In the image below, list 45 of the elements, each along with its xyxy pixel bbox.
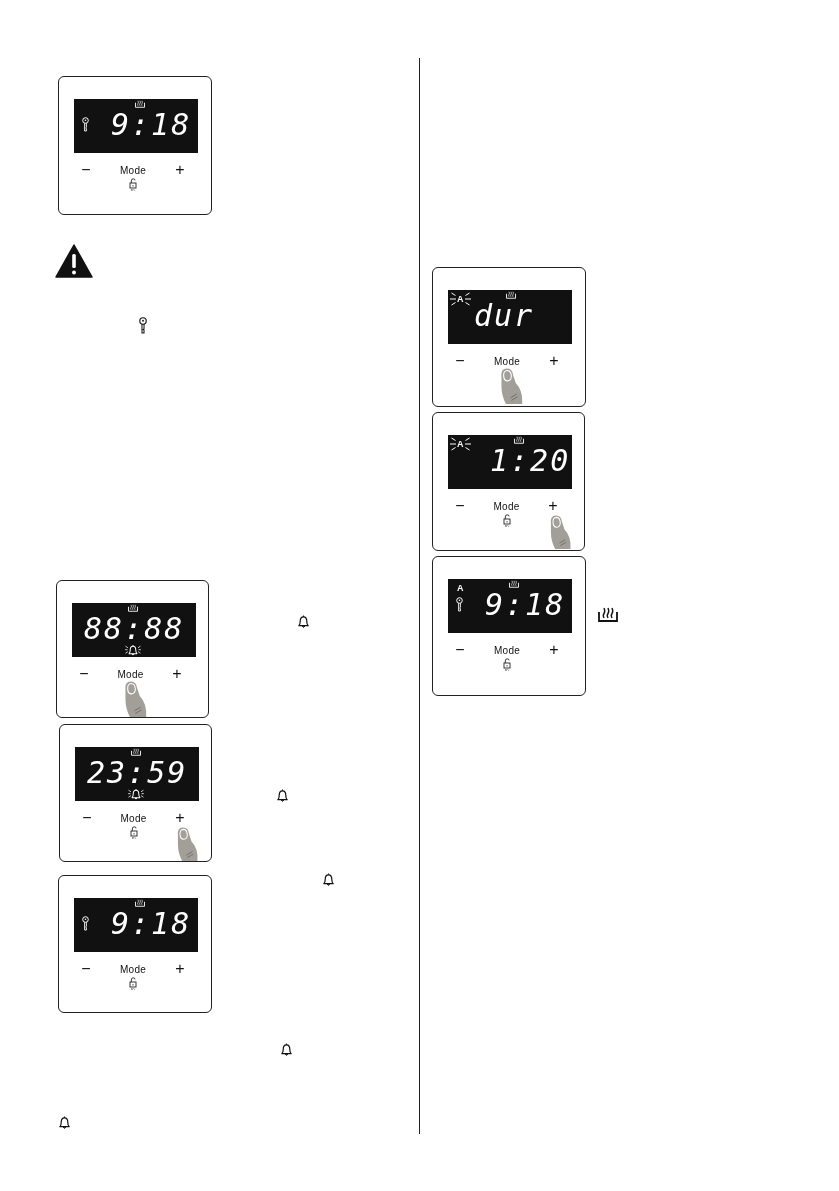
control-panel (432, 267, 586, 407)
lcd-display (74, 898, 198, 952)
lcd-display (448, 290, 572, 344)
minus-key: − (455, 353, 465, 369)
display-readout: 23:59 (87, 758, 188, 788)
plus-key: + (549, 353, 559, 369)
control-panel (432, 412, 585, 551)
mode-key: Mode (493, 356, 521, 367)
plus-key: + (172, 666, 182, 682)
control-panel (432, 556, 586, 696)
indicator-letter: A (457, 294, 464, 304)
minus-key: − (82, 810, 92, 826)
minus-key: − (81, 162, 91, 178)
control-panel (56, 580, 209, 718)
indicator-letter: A (457, 439, 464, 449)
lcd-display (75, 747, 199, 801)
control-panel (58, 76, 212, 215)
control-panel (59, 724, 212, 862)
mode-key: Mode (117, 669, 144, 680)
indicator-letter: A (457, 583, 464, 593)
lcd-display (72, 603, 196, 657)
plus-key: + (175, 961, 185, 977)
mode-key: Mode (493, 501, 520, 512)
control-panel (58, 875, 212, 1013)
display-readout: dur (474, 301, 535, 331)
plus-key: + (548, 498, 558, 514)
mode-key: Mode (120, 813, 147, 824)
mode-key: Mode (119, 165, 147, 176)
display-readout: 9:18 (111, 909, 192, 939)
display-readout: 9:18 (485, 590, 566, 620)
lcd-display (74, 99, 198, 153)
minus-key: − (455, 498, 465, 514)
minus-key: − (79, 666, 89, 682)
display-readout: 9:18 (111, 110, 192, 140)
plus-key: + (549, 642, 559, 658)
lcd-display (448, 435, 572, 489)
mode-key: Mode (119, 964, 147, 975)
display-readout: 88:88 (84, 614, 185, 644)
lcd-display (448, 579, 572, 633)
minus-key: − (455, 642, 465, 658)
plus-key: + (175, 162, 185, 178)
display-readout: 1:20 (490, 446, 571, 476)
plus-key: + (175, 810, 185, 826)
minus-key: − (81, 961, 91, 977)
mode-key: Mode (493, 645, 521, 656)
